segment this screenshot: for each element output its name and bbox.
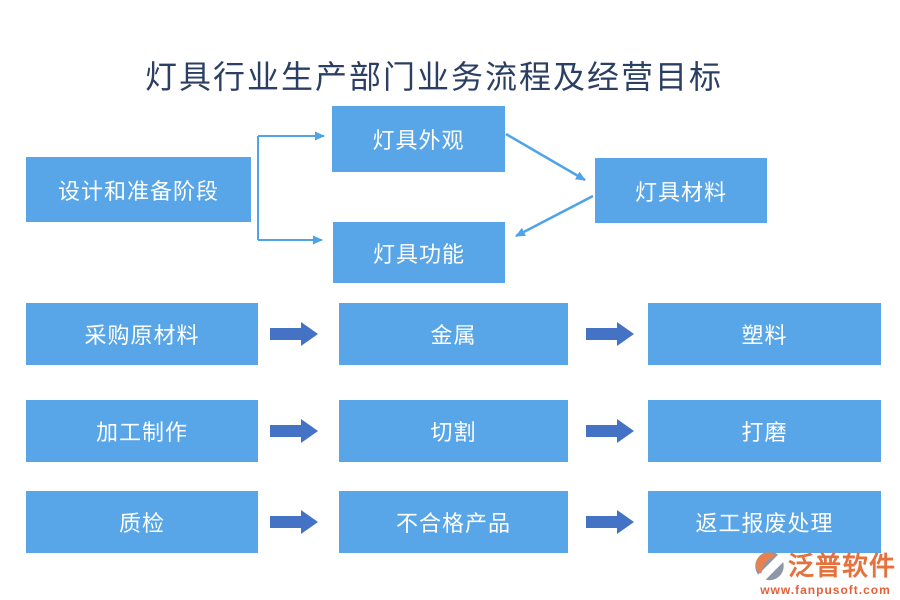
flow-arrow-row3-col2-icon	[586, 510, 634, 534]
diagram-title: 灯具行业生产部门业务流程及经营目标	[144, 59, 723, 95]
logo-website-text: www.fanpusoft.com	[760, 583, 891, 597]
node-defective-products: 不合格产品	[339, 491, 568, 553]
node-quality-inspection: 质检	[26, 491, 258, 553]
flow-arrow-row3-col1-icon	[270, 510, 318, 534]
node-plastic: 塑料	[648, 303, 881, 365]
fanpu-circle-logo-icon	[755, 551, 786, 582]
node-rework-scrap-handling: 返工报废处理	[648, 491, 881, 553]
node-cutting: 切割	[339, 400, 568, 462]
connector-arrow-appearance-to-material	[505, 132, 586, 182]
flow-arrow-row1-col2-icon	[586, 322, 634, 346]
node-design-preparation-stage: 设计和准备阶段	[26, 157, 251, 222]
node-lamp-function: 灯具功能	[333, 222, 505, 283]
node-processing-production: 加工制作	[26, 400, 258, 462]
vendor-logo: 泛普软件 www.fanpusoft.com	[753, 550, 898, 597]
flow-arrow-row1-col1-icon	[270, 322, 318, 346]
node-purchase-raw-materials: 采购原材料	[26, 303, 258, 365]
node-lamp-appearance: 灯具外观	[332, 106, 505, 172]
logo-brand-text: 泛普软件	[788, 551, 897, 581]
flow-arrow-row2-col1-icon	[270, 419, 318, 443]
node-lamp-material: 灯具材料	[595, 158, 767, 223]
connector-arrow-material-to-function	[515, 194, 594, 238]
node-polishing: 打磨	[648, 400, 881, 462]
node-metal: 金属	[339, 303, 568, 365]
flow-arrow-row2-col2-icon	[586, 419, 634, 443]
